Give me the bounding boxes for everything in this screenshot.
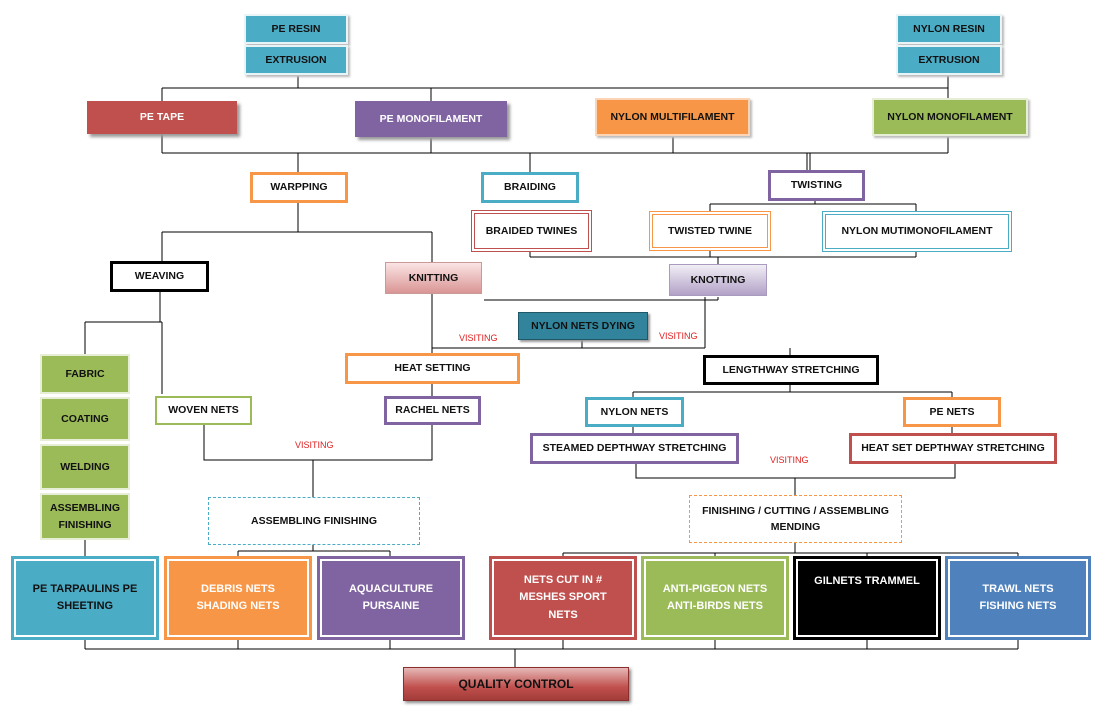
nylon-nets-dying-box: NYLON NETS DYING <box>518 312 648 340</box>
nylon-monofilament-box: NYLON MONOFILAMENT <box>872 98 1028 136</box>
pe-tape-box: PE TAPE <box>87 101 237 134</box>
knotting-box: KNOTTING <box>669 264 767 296</box>
pe-tarpaulins-product: PE TARPAULINS PE SHEETING <box>11 556 159 640</box>
steamed-depthway-stretching-box: STEAMED DEPTHWAY STRETCHING <box>530 433 739 464</box>
assembling-finishing-mid-box: ASSEMBLING FINISHING <box>208 497 420 545</box>
rachel-nets-box: RACHEL NETS <box>384 396 481 425</box>
weaving-box: WEAVING <box>110 261 209 292</box>
anti-pigeon-product: ANTI-PIGEON NETS ANTI-BIRDS NETS <box>641 556 789 640</box>
finishing-cutting-assembling-box: FINISHING / CUTTING / ASSEMBLING MENDING <box>689 495 902 543</box>
aquaculture-product: AQUACULTURE PURSAINE <box>317 556 465 640</box>
nylon-nets-box: NYLON NETS <box>585 397 684 427</box>
trawl-nets-product: TRAWL NETS FISHING NETS <box>945 556 1091 640</box>
visiting-label: VISITING <box>295 440 334 450</box>
gilnets-trammel-product: GILNETS TRAMMEL <box>793 556 941 640</box>
heat-setting-box: HEAT SETTING <box>345 353 520 384</box>
pe-extrusion-box: EXTRUSION <box>244 45 348 75</box>
nylon-extrusion-box: EXTRUSION <box>896 45 1002 75</box>
coating-box: COATING <box>40 397 130 441</box>
pe-monofilament-box: PE MONOFILAMENT <box>355 101 507 137</box>
woven-nets-box: WOVEN NETS <box>155 396 252 425</box>
lengthway-stretching-box: LENGTHWAY STRETCHING <box>703 355 879 385</box>
pe-resin-box: PE RESIN <box>244 14 348 44</box>
debris-nets-product: DEBRIS NETS SHADING NETS <box>164 556 312 640</box>
visiting-label: VISITING <box>659 331 698 341</box>
welding-box: WELDING <box>40 444 130 490</box>
knitting-box: KNITTING <box>385 262 482 294</box>
warpping-box: WARPPING <box>250 172 348 203</box>
nylon-mutimonofilament-box: NYLON MUTIMONOFILAMENT <box>822 211 1012 252</box>
braided-twines-box: BRAIDED TWINES <box>471 210 592 252</box>
fabric-box: FABRIC <box>40 354 130 394</box>
nylon-multifilament-box: NYLON MULTIFILAMENT <box>595 98 750 136</box>
pe-nets-box: PE NETS <box>903 397 1001 427</box>
twisting-box: TWISTING <box>768 170 865 201</box>
assembling-finishing-left-box: ASSEMBLING FINISHING <box>40 493 130 540</box>
quality-control-box: QUALITY CONTROL <box>403 667 629 701</box>
visiting-label: VISITING <box>459 333 498 343</box>
heat-set-depthway-stretching-box: HEAT SET DEPTHWAY STRETCHING <box>849 433 1057 464</box>
twisted-twine-box: TWISTED TWINE <box>649 211 771 251</box>
nets-cut-product: NETS CUT IN # MESHES SPORT NETS <box>489 556 637 640</box>
visiting-label: VISITING <box>770 455 809 465</box>
nylon-resin-box: NYLON RESIN <box>896 14 1002 44</box>
braiding-box: BRAIDING <box>481 172 579 203</box>
